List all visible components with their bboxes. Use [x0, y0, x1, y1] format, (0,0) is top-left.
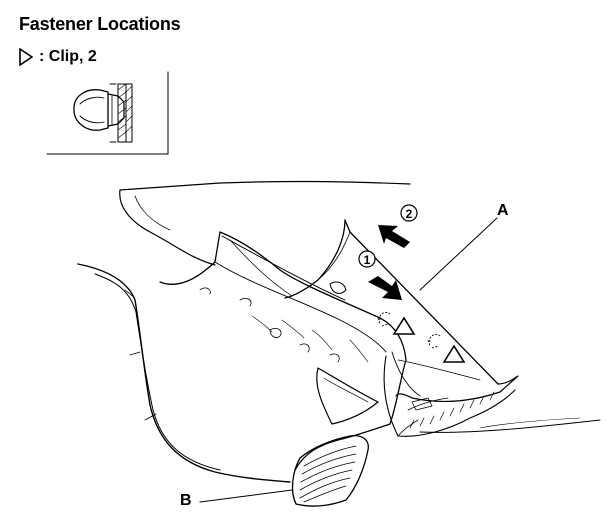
quarter-panel: [159, 231, 407, 471]
step-2-marker: 2: [400, 204, 418, 222]
step-1-label: 1: [364, 253, 371, 267]
vent-grille-b: [291, 434, 369, 507]
headliner-outline: [119, 189, 216, 266]
leader-line-b: [199, 489, 293, 503]
arrow-step-1-icon: [368, 276, 402, 300]
door-seal: [77, 263, 291, 483]
clip-marker-1: [377, 311, 416, 335]
diagram-title: Fastener Locations: [19, 14, 181, 34]
leader-line-a: [419, 217, 498, 291]
clip-triangle-icon: [19, 48, 33, 66]
callout-a: A: [497, 202, 509, 219]
quarter-window-opening: [316, 367, 379, 425]
step-2-label: 2: [406, 207, 413, 221]
legend-text: : Clip, 2: [39, 48, 97, 65]
legend: : Clip, 2: [19, 48, 97, 66]
clip-detail-inset: [46, 71, 169, 155]
clip-marker-2: [427, 333, 466, 363]
callout-b: B: [180, 492, 192, 509]
arrow-step-2-icon: [378, 225, 410, 248]
step-1-marker: 1: [358, 250, 376, 268]
